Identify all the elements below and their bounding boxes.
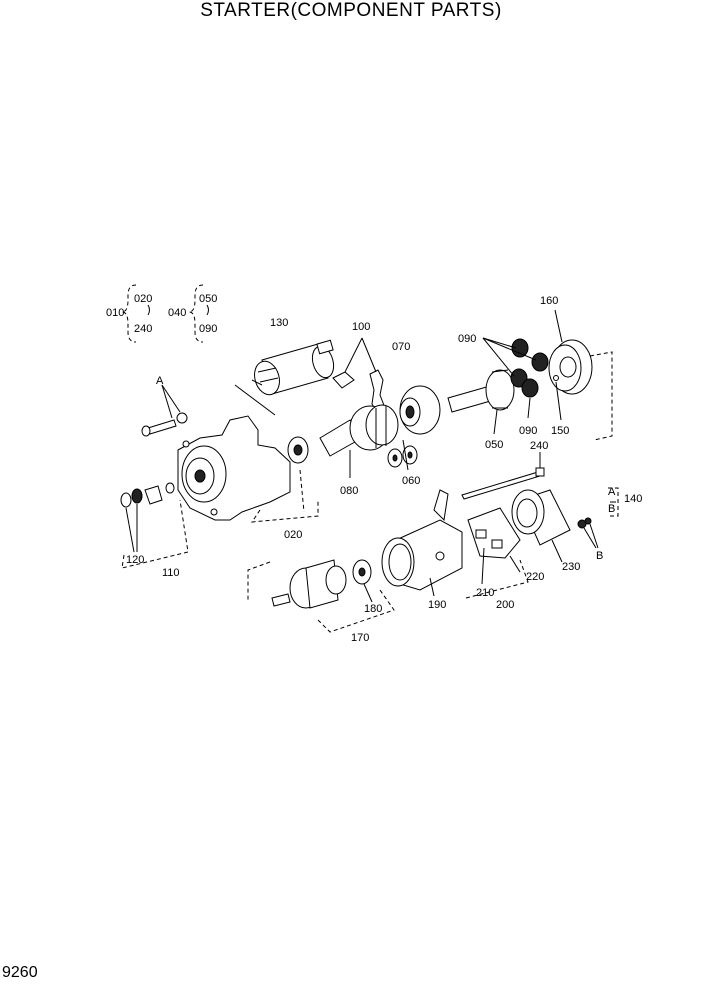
assembly-brace-010	[121, 284, 150, 343]
yoke-190	[381, 489, 463, 597]
callout-160: 160	[540, 295, 558, 307]
callout-090-lower: 090	[519, 425, 537, 437]
washers-060	[387, 439, 418, 471]
callout-150: 150	[551, 425, 569, 437]
through-bolt-240	[461, 452, 545, 500]
callout-070: 070	[392, 341, 410, 353]
callout-labels: 010 020 240 040 050 090 130 100 070 090 …	[106, 293, 642, 644]
front-housing-020	[177, 415, 319, 523]
armature-170	[247, 559, 395, 633]
callout-060: 060	[402, 475, 420, 487]
solenoid-switch-130	[234, 339, 335, 416]
callout-B-right: B	[608, 503, 615, 515]
shift-lever-100	[332, 337, 386, 415]
callout-B-screws: B	[596, 550, 603, 562]
callout-A-left: A	[156, 375, 164, 387]
pinion-shaft-080	[319, 404, 399, 478]
planet-carrier-050	[447, 369, 515, 435]
callout-020-housing: 020	[284, 529, 302, 541]
callout-110: 110	[162, 567, 180, 579]
callout-010: 010	[106, 307, 124, 319]
bracket-140	[608, 487, 619, 517]
callout-090-planet: 090	[458, 333, 476, 345]
small-parts-120-110	[120, 482, 189, 569]
callout-020: 020	[134, 293, 152, 305]
page-title: STARTER(COMPONENT PARTS)	[200, 0, 502, 21]
callout-050: 050	[199, 293, 217, 305]
callout-100: 100	[352, 321, 370, 333]
callout-120: 120	[126, 554, 144, 566]
page-number: 9260	[2, 964, 38, 981]
callout-190: 190	[428, 599, 446, 611]
callout-210: 210	[476, 587, 494, 599]
through-bolt-A	[141, 384, 188, 437]
callout-230: 230	[562, 561, 580, 573]
screws-B	[577, 517, 599, 549]
callout-220: 220	[526, 571, 544, 583]
callout-240-bolt: 240	[530, 440, 548, 452]
callout-140: 140	[624, 493, 642, 505]
callout-050-shaft: 050	[485, 439, 503, 451]
callout-040: 040	[168, 307, 186, 319]
planet-gears-090	[482, 337, 549, 419]
callout-170: 170	[351, 632, 369, 644]
gear-070	[399, 385, 441, 435]
brush-holder-210-220	[465, 507, 529, 599]
callout-180: 180	[364, 603, 382, 615]
rear-cover-230	[511, 489, 571, 563]
callout-080: 080	[340, 485, 358, 497]
assembly-brace-040	[188, 284, 209, 343]
callout-A-right: A	[608, 486, 616, 498]
callout-090: 090	[199, 323, 217, 335]
internal-gear-160	[548, 309, 613, 441]
callout-200: 200	[496, 599, 514, 611]
callout-240: 240	[134, 323, 152, 335]
callout-130: 130	[270, 317, 288, 329]
